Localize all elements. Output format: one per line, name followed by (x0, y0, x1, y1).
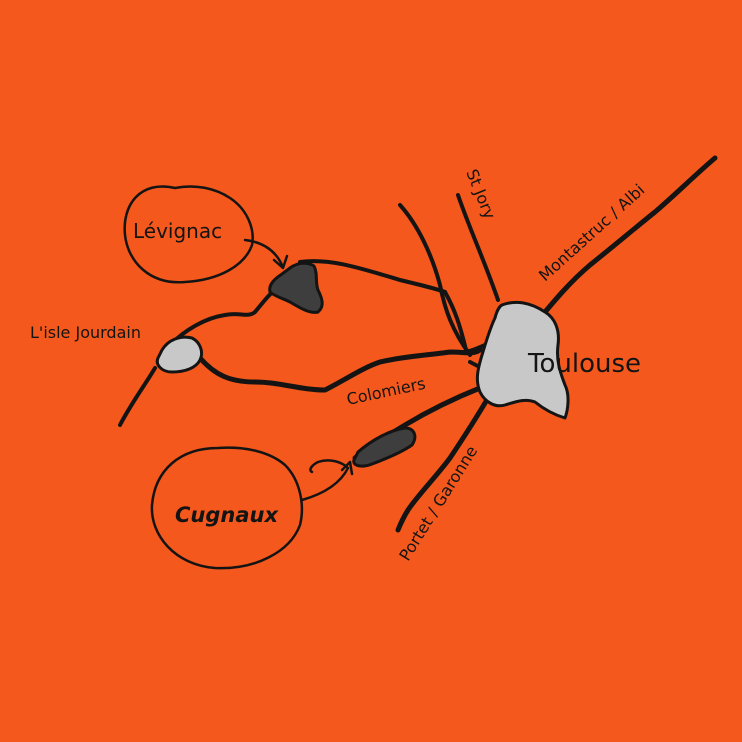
lisle-jourdain-town-shape (155, 335, 204, 374)
cugnaux-callout-arrow (300, 459, 350, 502)
road-st-jory (456, 193, 500, 302)
label-levignac: Lévignac (133, 219, 222, 243)
levignac-callout-circle (123, 185, 254, 284)
toulouse-city-shape (475, 300, 570, 420)
label-colomiers: Colomiers (345, 374, 427, 409)
road-north-branch (398, 203, 472, 357)
cugnaux-arrow-head (340, 460, 354, 476)
road-lisle-levignac (168, 288, 277, 347)
label-lisle-jourdain: L'isle Jourdain (30, 323, 141, 342)
label-st-jory: St Jory (462, 166, 499, 221)
road-portet-garonne (395, 395, 491, 533)
levignac-arrow-head (272, 254, 289, 270)
label-cugnaux: Cugnaux (175, 503, 279, 527)
label-toulouse: Toulouse (527, 349, 641, 379)
road-lisle-west (118, 366, 157, 427)
road-levignac-toulouse (298, 259, 447, 294)
levignac-callout-arrow (243, 238, 284, 267)
cugnaux-callout-circle (150, 446, 304, 570)
road-upper-junction (443, 290, 468, 352)
label-portet-garonne: Portet / Garonne (395, 442, 481, 564)
cugnaux-zone-shape (352, 426, 417, 468)
road-montastruc-albi (537, 155, 718, 321)
levignac-zone-shape (268, 261, 324, 314)
road-lisle-colomiers (197, 347, 483, 393)
